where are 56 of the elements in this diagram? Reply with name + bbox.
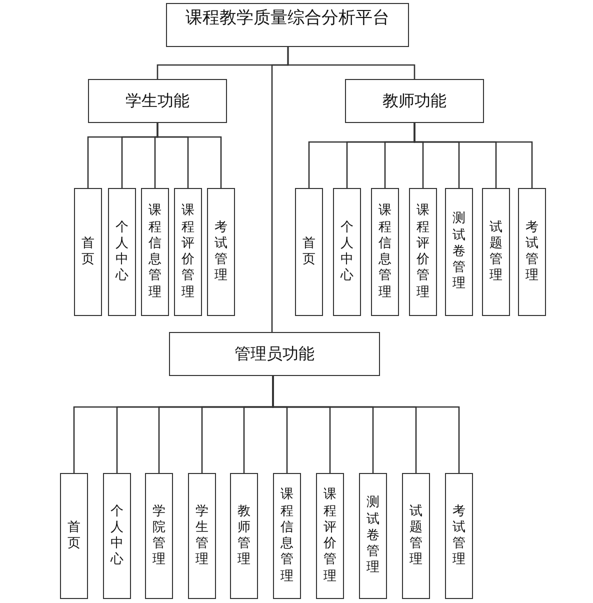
- function-box: [359, 473, 387, 599]
- connector-line: [271, 47, 289, 332]
- title-box: [166, 3, 409, 47]
- function-box: [445, 188, 473, 316]
- connector-line: [414, 123, 533, 188]
- node-label: 管理员功能: [234, 344, 314, 364]
- module-box: [345, 79, 484, 123]
- function-box: [445, 473, 473, 599]
- function-box: [108, 188, 136, 316]
- function-box: [409, 188, 437, 316]
- node-label: 个人中心: [340, 220, 354, 284]
- function-box: [482, 188, 510, 316]
- module-box: [169, 332, 380, 376]
- node-label: 课程信息管理: [280, 487, 294, 585]
- function-box: [60, 473, 88, 599]
- function-box: [518, 188, 546, 316]
- function-box: [145, 473, 173, 599]
- node-label: 教师功能: [382, 90, 446, 112]
- node-label: 学生功能: [126, 90, 190, 112]
- node-label: 试题管理: [410, 504, 422, 568]
- node-label: 教师管理: [238, 504, 250, 568]
- node-label: 课程评价管理: [182, 203, 194, 301]
- node-label: 课程信息管理: [378, 203, 392, 301]
- function-box: [333, 188, 361, 316]
- function-box: [74, 188, 102, 316]
- function-box: [371, 188, 399, 316]
- function-box: [103, 473, 131, 599]
- node-label: 考试管理: [452, 504, 466, 568]
- function-box: [316, 473, 344, 599]
- node-label: 试题管理: [490, 220, 502, 284]
- function-box: [230, 473, 258, 599]
- function-box: [174, 188, 202, 316]
- node-label: 课程信息管理: [148, 203, 162, 301]
- function-box: [207, 188, 235, 316]
- function-box: [402, 473, 430, 599]
- node-label: 考试管理: [214, 220, 228, 284]
- function-box: [188, 473, 216, 599]
- node-label: 测试卷管理: [452, 211, 466, 293]
- connector-line: [156, 123, 222, 188]
- function-box: [273, 473, 301, 599]
- function-box: [141, 188, 169, 316]
- node-label: 个人中心: [110, 504, 124, 568]
- node-label: 学生管理: [196, 504, 208, 568]
- connector-line: [272, 376, 460, 473]
- node-label: 考试管理: [526, 220, 538, 284]
- node-label: 首页: [302, 236, 316, 268]
- node-label: 个人中心: [116, 220, 128, 284]
- node-label: 课程评价管理: [324, 487, 336, 585]
- node-label: 首页: [82, 236, 94, 268]
- title-text: 课程教学质量综合分析平台: [186, 7, 390, 29]
- function-box: [295, 188, 323, 316]
- module-box: [88, 79, 227, 123]
- node-label: 测试卷管理: [366, 495, 380, 577]
- node-label: 首页: [68, 520, 80, 552]
- node-label: 课程评价管理: [416, 203, 430, 301]
- node-label: 学院管理: [152, 504, 166, 568]
